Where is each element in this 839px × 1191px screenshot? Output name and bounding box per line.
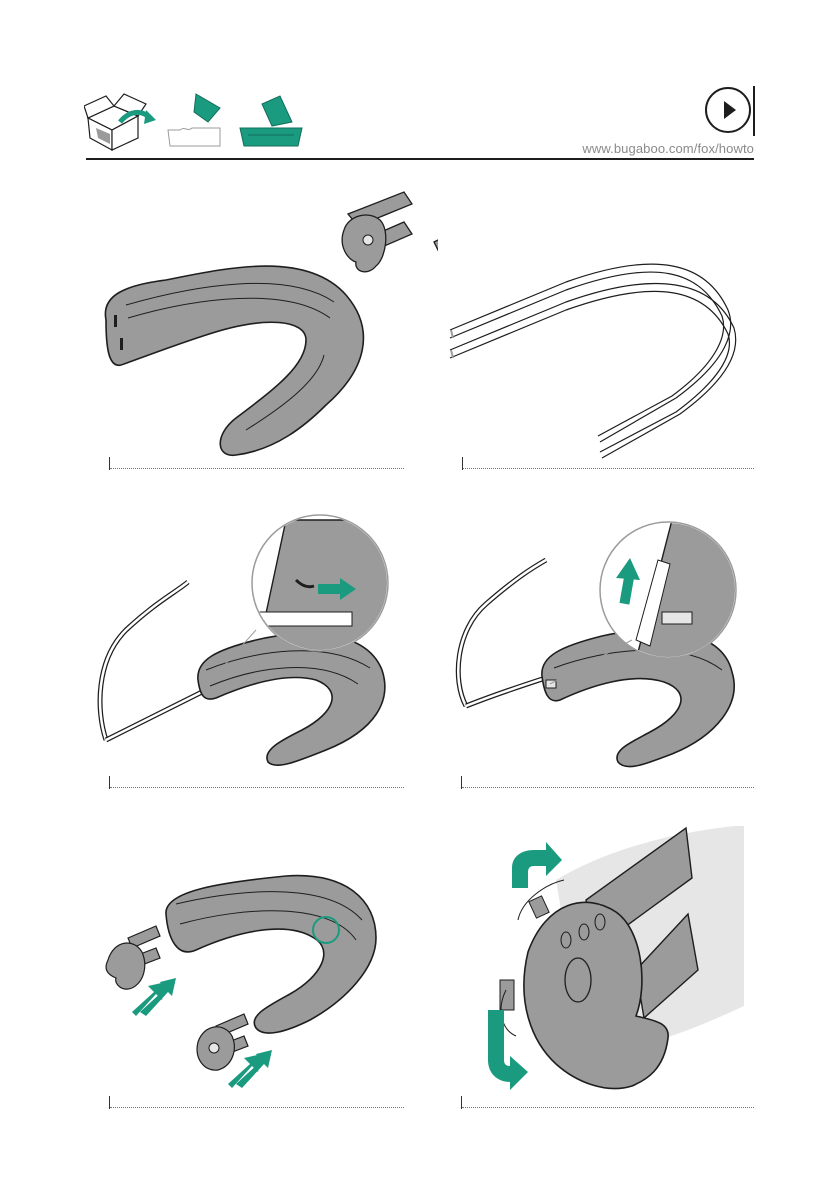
canopy-frame-tubes xyxy=(450,264,736,458)
step-5 xyxy=(86,820,438,1120)
step-6-illustration xyxy=(436,820,788,1120)
howto-url-link[interactable]: www.bugaboo.com/fox/howto xyxy=(582,141,754,156)
step-4-illustration xyxy=(436,500,788,800)
step-2-illustration xyxy=(436,180,788,480)
step-4-divider xyxy=(462,787,754,788)
step-3 xyxy=(86,500,438,800)
step-5-illustration xyxy=(86,820,438,1120)
page-header: www.bugaboo.com/fox/howto xyxy=(0,0,839,165)
step-3-illustration xyxy=(86,500,438,800)
play-icon[interactable] xyxy=(704,86,752,134)
canopy-frame-icon xyxy=(168,94,220,146)
setup-step-icons xyxy=(84,88,304,154)
step-5-divider xyxy=(110,1107,404,1108)
box-unpack-icon xyxy=(84,94,156,150)
step-2-divider xyxy=(463,468,754,469)
rotate-arrow-top xyxy=(512,842,562,888)
step-1-divider xyxy=(110,468,404,469)
step-1-illustration xyxy=(86,180,438,480)
step-2 xyxy=(436,180,788,480)
bassinet-icon xyxy=(240,96,302,146)
hinge-right xyxy=(197,1014,248,1070)
step-1 xyxy=(86,180,438,480)
header-rule xyxy=(86,158,754,160)
attach-arrow-right xyxy=(228,1050,272,1088)
hinge-left xyxy=(106,926,160,989)
canopy-fabric xyxy=(105,266,363,455)
header-divider xyxy=(753,86,755,136)
step-3-divider xyxy=(110,787,404,788)
step-4 xyxy=(436,500,788,800)
step-6 xyxy=(436,820,788,1120)
hinge-left xyxy=(342,192,412,272)
step-6-divider xyxy=(462,1107,754,1108)
rotate-arrow-bottom xyxy=(488,1010,528,1090)
